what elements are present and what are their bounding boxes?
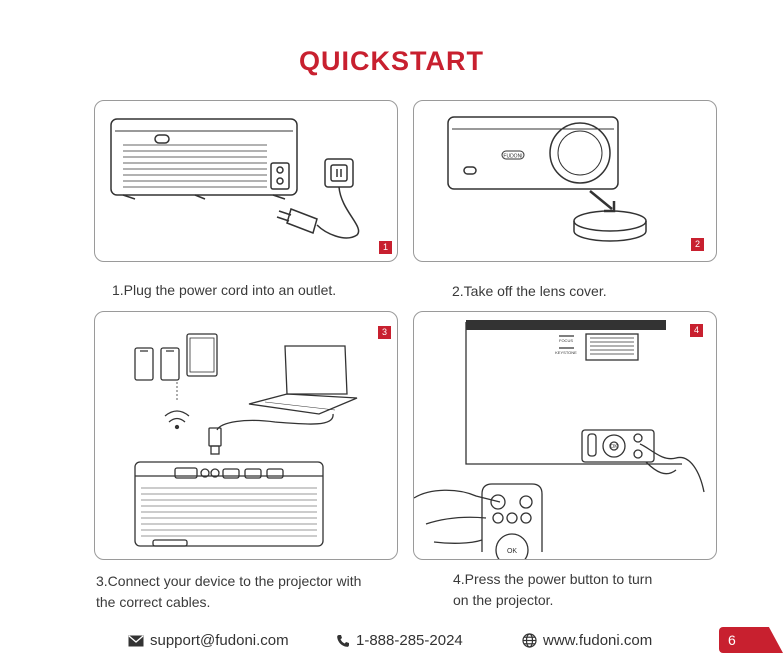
footer-website-text: www.fudoni.com [543,632,652,649]
connect-device-illustration [95,312,398,560]
step-4-panel: FOCUS KEYSTONE OK OK 4 [413,311,717,560]
step-1-panel: 1 [94,100,398,262]
step-2-panel: FUDONI 2 [413,100,717,262]
page-title: QUICKSTART [0,46,783,77]
step-1-badge: 1 [379,241,392,254]
footer-email-text: support@fudoni.com [150,632,289,649]
step-3-panel: 3 [94,311,398,560]
footer-phone[interactable]: 1-888-285-2024 [336,632,463,649]
power-cord-illustration [95,101,398,262]
globe-icon [522,633,537,648]
brand-mark: FUDONI [503,154,522,160]
step-2-caption: 2.Take off the lens cover. [452,281,607,302]
footer-website[interactable]: www.fudoni.com [522,632,652,649]
keystone-label: KEYSTONE [555,350,577,355]
step-1-caption: 1.Plug the power cord into an outlet. [112,280,336,301]
step-2-badge: 2 [691,238,704,251]
footer-phone-text: 1-888-285-2024 [356,632,463,649]
focus-label: FOCUS [559,338,573,343]
lens-cover-illustration: FUDONI [414,101,717,262]
mail-icon [128,635,144,647]
panel-ok-label: OK [610,444,618,450]
remote-ok-label: OK [507,548,517,555]
step-4-caption: 4.Press the power button to turn on the … [453,569,652,611]
power-button-illustration: FOCUS KEYSTONE OK OK [414,312,717,560]
phone-icon [336,634,350,648]
step-3-badge: 3 [378,326,391,339]
step-4-badge: 4 [690,324,703,337]
page-number: 6 [719,627,783,653]
step-3-caption-line-2: the correct cables. [96,592,361,613]
step-3-caption: 3.Connect your device to the projector w… [96,571,361,613]
step-4-caption-line-1: 4.Press the power button to turn [453,569,652,590]
step-3-caption-line-1: 3.Connect your device to the projector w… [96,571,361,592]
footer-email[interactable]: support@fudoni.com [128,632,289,649]
step-4-caption-line-2: on the projector. [453,590,652,611]
